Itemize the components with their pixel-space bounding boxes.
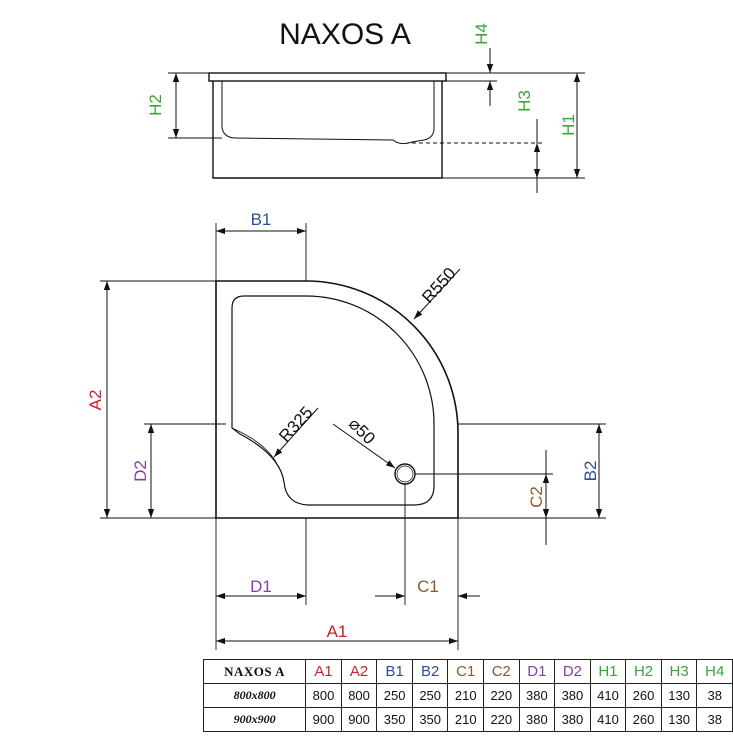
value-cell: 220 [483, 683, 520, 708]
r550-label: R550 [418, 264, 459, 307]
value-cell: 130 [660, 707, 698, 732]
value-cell: 38 [696, 707, 733, 732]
value-cell: 38 [696, 683, 733, 708]
value-cell: 210 [447, 683, 485, 708]
model-name-cell: NAXOS A [202, 659, 307, 684]
column-header-b2: B2 [411, 659, 449, 684]
value-cell: 380 [554, 683, 591, 708]
tray-rim [208, 72, 447, 82]
value-cell: 250 [411, 683, 449, 708]
value-cell: 380 [518, 707, 556, 732]
value-cell: 260 [625, 683, 662, 708]
tray-basin [231, 295, 435, 506]
tray-inner-profile [221, 81, 435, 145]
column-header-d1: D1 [518, 659, 556, 684]
value-cell: 410 [589, 683, 627, 708]
column-header-a1: A1 [305, 659, 342, 684]
c1-label: C1 [417, 577, 439, 596]
tray-body [212, 81, 443, 179]
value-cell: 220 [483, 707, 520, 732]
h2-label: H2 [146, 94, 165, 116]
value-cell: 800 [340, 683, 378, 708]
drain-circle [394, 463, 416, 485]
column-header-h3: H3 [660, 659, 698, 684]
value-cell: 380 [518, 683, 556, 708]
column-header-h2: H2 [625, 659, 662, 684]
size-cell: 800x800 [202, 683, 307, 708]
c2-label: C2 [527, 486, 546, 508]
value-cell: 380 [554, 707, 591, 732]
a2-label: A2 [86, 390, 105, 411]
value-cell: 410 [589, 707, 627, 732]
drain-diameter-label: ⌀50 [345, 414, 379, 448]
d2-label: D2 [131, 460, 150, 482]
value-cell: 900 [305, 707, 342, 732]
value-cell: 130 [660, 683, 698, 708]
value-cell: 260 [625, 707, 662, 732]
b2-label: B2 [581, 461, 600, 482]
column-header-h1: H1 [589, 659, 627, 684]
r325-label: R325 [275, 403, 316, 446]
h4-label: H4 [472, 23, 491, 45]
value-cell: 900 [340, 707, 378, 732]
column-header-c1: C1 [447, 659, 485, 684]
value-cell: 210 [447, 707, 485, 732]
column-header-c2: C2 [483, 659, 520, 684]
side-view [168, 48, 585, 193]
b1-label: B1 [251, 210, 272, 229]
top-view [100, 223, 606, 650]
column-header-a2: A2 [340, 659, 378, 684]
value-cell: 350 [411, 707, 449, 732]
d1-label: D1 [250, 577, 272, 596]
value-cell: 350 [376, 707, 413, 732]
technical-drawing: NAXOS A H2 H1 H3 H4 [86, 18, 606, 650]
drawing-title: NAXOS A [279, 18, 411, 51]
column-header-d2: D2 [554, 659, 591, 684]
value-cell: 800 [305, 683, 342, 708]
a1-label: A1 [327, 622, 348, 641]
column-header-h4: H4 [696, 659, 733, 684]
size-cell: 900x900 [202, 707, 307, 732]
column-header-b1: B1 [376, 659, 413, 684]
h1-label: H1 [559, 114, 578, 136]
value-cell: 250 [376, 683, 413, 708]
h3-label: H3 [515, 90, 534, 112]
tray-outline [215, 280, 459, 519]
